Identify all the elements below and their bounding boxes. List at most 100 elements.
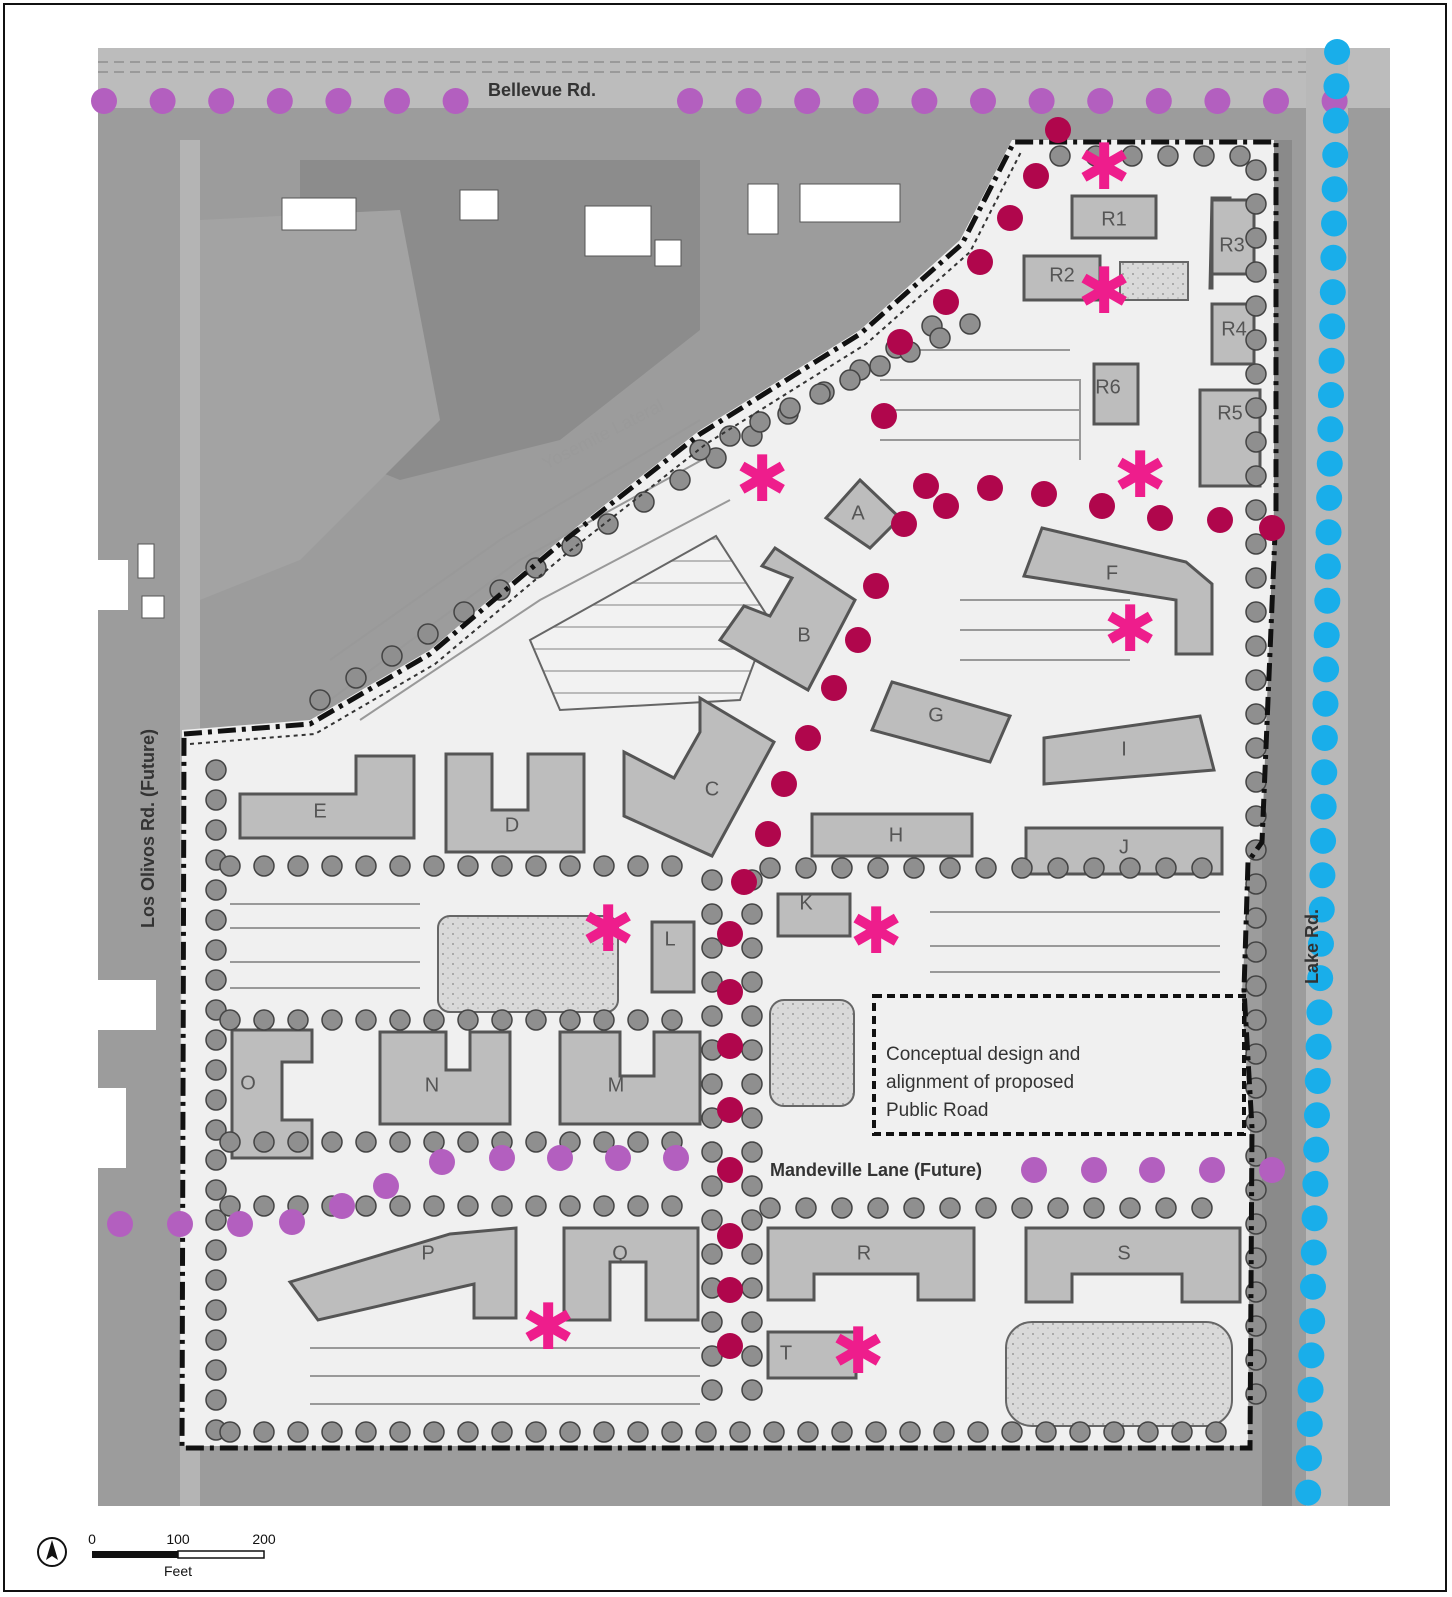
pedestrian-path-dot <box>997 205 1023 231</box>
building-H <box>810 812 974 858</box>
pedestrian-path-dot <box>717 921 743 947</box>
tree-icon <box>593 1131 615 1153</box>
road-label-los-olivos: Los Olivos Rd. (Future) <box>138 729 158 928</box>
aerial-patch <box>200 210 440 600</box>
amenity-star-icon: ✱ <box>831 1315 885 1389</box>
pedestrian-path-dot <box>1207 507 1233 533</box>
tree-icon <box>831 1197 853 1219</box>
note-line-2: alignment of proposed <box>886 1072 1074 1093</box>
building-I <box>1042 714 1216 786</box>
tree-icon <box>205 939 227 961</box>
building-K <box>776 892 852 938</box>
lake-rd-path-dot <box>1307 930 1334 957</box>
pedestrian-path-dot <box>1031 481 1057 507</box>
tree-icon <box>205 1149 227 1171</box>
tree-icon <box>355 1195 377 1217</box>
scale-bar-segment-2 <box>177 1550 265 1559</box>
tree-icon <box>1245 1043 1267 1065</box>
building-R1 <box>1070 194 1158 240</box>
tree-icon <box>389 855 411 877</box>
bike-route-dot <box>1259 1157 1285 1183</box>
bike-route-dot <box>605 1145 631 1171</box>
tree-icon <box>1191 857 1213 879</box>
pedestrian-path-dot <box>717 1333 743 1359</box>
tree-icon <box>491 1195 513 1217</box>
tree-icon <box>701 1141 723 1163</box>
building-label-R: R <box>857 1242 871 1264</box>
lake-rd-path-dot <box>1295 1445 1322 1472</box>
tree-icon <box>1245 601 1267 623</box>
pedestrian-path-dot <box>933 289 959 315</box>
building-M <box>558 1030 702 1126</box>
bike-route-dot <box>970 88 996 114</box>
building-label-F: F <box>1106 562 1118 584</box>
tree-icon <box>741 971 763 993</box>
tree-icon <box>457 855 479 877</box>
pedestrian-path-dot <box>717 1223 743 1249</box>
building-label-S: S <box>1117 1242 1130 1264</box>
pedestrian-path-dot <box>717 1033 743 1059</box>
bike-route-dot <box>677 88 703 114</box>
tree-icon <box>627 1009 649 1031</box>
tree-icon <box>719 425 741 447</box>
lake-rd-path-dot <box>1308 896 1335 923</box>
tree-icon <box>1245 1009 1267 1031</box>
tree-icon <box>219 1009 241 1031</box>
tree-icon <box>381 645 403 667</box>
tree-icon <box>205 1269 227 1291</box>
building-label-D: D <box>505 814 519 836</box>
tree-icon <box>741 1039 763 1061</box>
building-label-R6: R6 <box>1095 376 1121 398</box>
tree-icon <box>831 1421 853 1443</box>
bike-route-dot <box>663 1145 689 1171</box>
tree-icon <box>1085 145 1107 167</box>
tree-icon <box>423 1195 445 1217</box>
tree-icon <box>287 855 309 877</box>
lake-rd-path-dot <box>1323 73 1350 100</box>
bike-route-dot <box>149 88 176 114</box>
tree-icon <box>1155 1197 1177 1219</box>
tree-icon <box>205 1389 227 1411</box>
tree-icon <box>1047 1197 1069 1219</box>
tree-icon <box>1157 145 1179 167</box>
bike-route-bellevue <box>91 88 1348 114</box>
tree-icon <box>205 1359 227 1381</box>
lake-rd-path-dot <box>1301 1205 1328 1232</box>
building-label-G: G <box>928 704 944 726</box>
lake-rd-path-dot <box>1297 1376 1324 1403</box>
tree-icon <box>525 1009 547 1031</box>
tree-icon <box>929 327 951 349</box>
tree-icon <box>321 1131 343 1153</box>
tree-icon <box>559 1009 581 1031</box>
building-O <box>230 1028 314 1160</box>
tree-icon <box>253 1131 275 1153</box>
tree-icon <box>701 1243 723 1265</box>
tree-icon <box>1069 1421 1091 1443</box>
tree-icon <box>491 855 513 877</box>
tree-icon <box>1245 1179 1267 1201</box>
pedestrian-path-dot <box>717 1277 743 1303</box>
building-label-R5: R5 <box>1217 402 1243 424</box>
north-arrow-icon <box>37 1537 67 1567</box>
scale-bar-segment-1 <box>92 1551 178 1558</box>
tree-icon <box>205 1089 227 1111</box>
bike-route-dot <box>384 88 410 114</box>
bike-route-dot <box>442 88 469 114</box>
tree-icon <box>1245 363 1267 385</box>
tree-icon <box>779 397 801 419</box>
tree-icon <box>869 355 891 377</box>
tree-icon <box>939 1197 961 1219</box>
pedestrian-path-dot <box>977 475 1003 501</box>
tree-icon <box>559 1195 581 1217</box>
tree-icon <box>741 1141 763 1163</box>
building-label-N: N <box>425 1074 439 1096</box>
bike-route-dot <box>208 88 235 114</box>
tree-icon <box>355 1421 377 1443</box>
tree-icon <box>559 855 581 877</box>
building-label-A: A <box>851 502 865 524</box>
tree-icon <box>491 1421 513 1443</box>
tree-icon <box>903 1197 925 1219</box>
bike-route-dot <box>1021 1157 1047 1183</box>
tree-icon <box>597 513 619 535</box>
tree-icon <box>1245 261 1267 283</box>
